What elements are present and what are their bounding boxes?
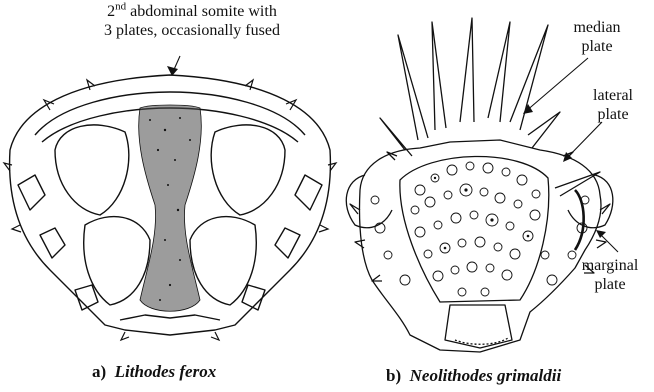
- median-plate-label: median plate: [562, 18, 632, 56]
- caption-a-prefix: a): [92, 362, 106, 381]
- caption-a-taxon: Lithodes ferox: [115, 362, 217, 381]
- marginal-arrowhead: [596, 230, 606, 238]
- median-leader: [525, 58, 588, 112]
- lateral-leader: [565, 122, 602, 160]
- caption-b-taxon: Neolithodes grimaldii: [410, 366, 562, 385]
- somite-annotation-line2: 3 plates, occasionally fused: [82, 21, 302, 40]
- somite-annotation-line1: 2nd abdominal somite with: [82, 2, 302, 21]
- caption-b: b) Neolithodes grimaldii: [386, 366, 561, 386]
- marginal-plate-label: marginal plate: [570, 256, 650, 294]
- caption-a: a) Lithodes ferox: [92, 362, 216, 382]
- somite-arrowhead: [167, 66, 178, 76]
- somite-annotation: 2nd abdominal somite with 3 plates, occa…: [82, 2, 302, 40]
- median-arrowhead: [523, 104, 533, 114]
- caption-b-prefix: b): [386, 366, 401, 385]
- lateral-plate-label: lateral plate: [580, 86, 646, 124]
